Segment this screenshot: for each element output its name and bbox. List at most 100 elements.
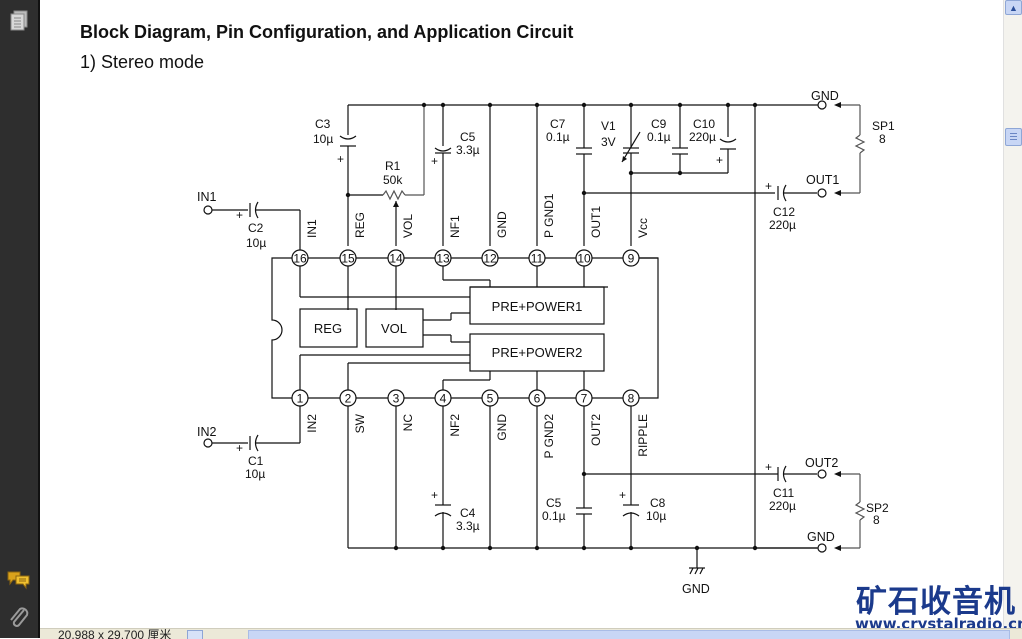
block-reg: REG <box>314 321 342 336</box>
pages-icon[interactable] <box>6 8 32 34</box>
c4-name: C4 <box>460 506 476 520</box>
sp1-value: 8 <box>879 132 886 146</box>
pin-number: 13 <box>436 252 450 266</box>
bottom-pin-8 <box>622 389 640 407</box>
ic-outline <box>271 257 659 399</box>
pin-label: IN1 <box>305 219 319 238</box>
junction-dot <box>677 170 683 176</box>
top-pin-11 <box>528 249 546 267</box>
top-pin-16 <box>291 249 309 267</box>
c2-plus: + <box>236 208 243 222</box>
pin-number: 7 <box>581 392 588 406</box>
c5-top-plus: + <box>431 154 438 168</box>
c8-name: C8 <box>650 496 666 510</box>
pin-number: 11 <box>531 252 544 266</box>
junction-dot <box>345 192 351 198</box>
in1-terminal <box>203 205 213 215</box>
in1-label: IN1 <box>197 190 217 204</box>
junction-dot <box>487 545 493 551</box>
pin-number: 9 <box>628 252 635 266</box>
bottom-pin-2 <box>339 389 357 407</box>
junction-dot <box>628 170 634 176</box>
comments-icon[interactable] <box>6 568 32 594</box>
c7-value: 0.1µ <box>546 130 570 144</box>
c9-value: 0.1µ <box>647 130 671 144</box>
status-bar: 20.988 x 29.700 厘米 <box>40 628 1022 639</box>
c1-value: 10µ <box>245 467 265 481</box>
bottom-pin-6 <box>528 389 546 407</box>
out2-label: OUT2 <box>805 456 838 470</box>
pin-number: 14 <box>389 252 403 266</box>
pin-number: 6 <box>534 392 541 406</box>
top-pin-12 <box>481 249 499 267</box>
block-pre-power1: PRE+POWER1 <box>492 299 583 314</box>
page-size-button[interactable] <box>187 630 203 639</box>
c10-name: C10 <box>693 117 715 131</box>
junction-dot <box>581 471 587 477</box>
section-subheading: 1) Stereo mode <box>80 52 205 72</box>
gnd-top-label: GND <box>811 89 839 103</box>
pin-label: NF1 <box>448 215 462 238</box>
junction-dot <box>581 102 587 108</box>
r1-name: R1 <box>385 159 401 173</box>
bottom-pin-5 <box>481 389 499 407</box>
c10-plus: + <box>716 153 723 167</box>
gnd-bottom-terminal <box>817 543 827 553</box>
junction-dot <box>440 102 446 108</box>
c10-value: 220µ <box>689 130 716 144</box>
scroll-up-button[interactable]: ▲ <box>1005 0 1022 15</box>
pin-label: OUT1 <box>589 206 603 238</box>
gnd-bottom-label: GND <box>807 530 835 544</box>
vertical-scrollbar[interactable]: ▲ <box>1003 0 1022 628</box>
page-size-readout: 20.988 x 29.700 厘米 <box>58 628 172 639</box>
c11-plus: + <box>765 460 772 474</box>
top-pin-9 <box>622 249 640 267</box>
junction-dot <box>694 545 700 551</box>
junction-dot <box>534 102 540 108</box>
pin-label: VOL <box>401 214 415 238</box>
attachments-icon[interactable] <box>6 605 32 631</box>
c8-value: 10µ <box>646 509 666 523</box>
pin-label: RIPPLE <box>636 414 650 457</box>
c12-name: C12 <box>773 205 795 219</box>
pin-number: 1 <box>297 392 304 406</box>
junction-dot <box>628 545 634 551</box>
top-pin-10 <box>575 249 593 267</box>
c1-name: C1 <box>248 454 264 468</box>
c4-value: 3.3µ <box>456 519 480 533</box>
c12-value: 220µ <box>769 218 796 232</box>
c3-name: C3 <box>315 117 331 131</box>
bottom-pin-3 <box>387 389 405 407</box>
scroll-thumb[interactable] <box>1005 128 1022 146</box>
page-heading: Block Diagram, Pin Configuration, and Ap… <box>80 22 574 42</box>
c3-plus: + <box>337 152 344 166</box>
pin-label: GND <box>495 414 509 441</box>
gnd-earth-label: GND <box>682 582 710 596</box>
c5-top-value: 3.3µ <box>456 143 480 157</box>
watermark-chinese: 矿石收音机 <box>856 584 1016 620</box>
pin-label: OUT2 <box>589 414 603 446</box>
top-pin-15 <box>339 249 357 267</box>
junction-dot <box>677 102 683 108</box>
junction-dot <box>752 545 758 551</box>
horizontal-scrollbar[interactable] <box>248 630 1010 639</box>
arrow-icon <box>834 102 841 108</box>
arrow-icon <box>834 190 841 196</box>
pin-number: 4 <box>440 392 447 406</box>
pin-label: P GND1 <box>542 193 556 238</box>
c2-name: C2 <box>248 221 264 235</box>
junction-dot <box>628 102 634 108</box>
arrow-icon <box>834 545 841 551</box>
arrow-icon <box>393 201 399 207</box>
in2-label: IN2 <box>197 425 217 439</box>
block-pre-power2: PRE+POWER2 <box>492 345 583 360</box>
junction-dot <box>393 545 399 551</box>
junction-dot <box>421 102 427 108</box>
c12-plus: + <box>765 179 772 193</box>
pin-label: IN2 <box>305 414 319 433</box>
r1-value: 50k <box>383 173 403 187</box>
arrow-icon <box>622 156 627 162</box>
c8-plus: + <box>619 488 626 502</box>
pin-number: 12 <box>483 252 497 266</box>
